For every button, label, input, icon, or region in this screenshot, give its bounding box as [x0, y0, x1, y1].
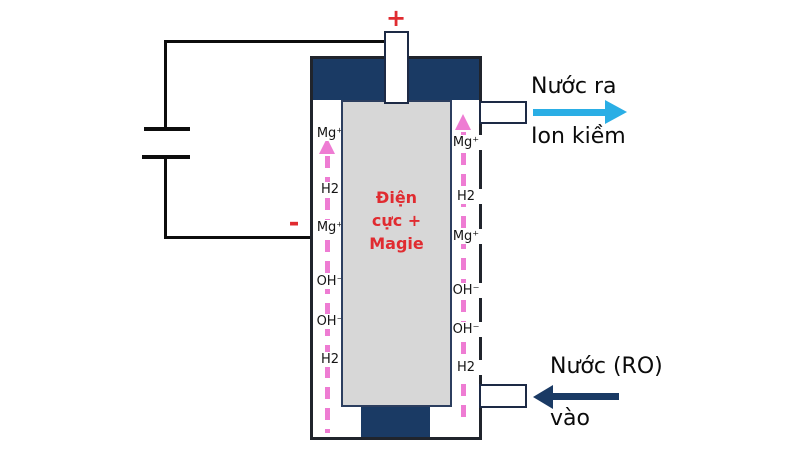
- magnesium-electrode: Điện cực + Magie: [341, 100, 452, 407]
- ion-label-right-mg2: Mg⁺: [449, 229, 483, 244]
- electrode-label: Điện cực + Magie: [343, 186, 450, 255]
- ion-label-right-h2a: H2: [449, 189, 483, 204]
- ion-label-left-h2a: H2: [313, 182, 347, 197]
- ion-label-left-oh1: OH⁻: [313, 274, 347, 289]
- outlet-arrow-shaft: [533, 109, 605, 116]
- ion-label-right-oh2: OH⁻: [449, 322, 483, 337]
- right-flow-arrow-icon: [455, 114, 471, 130]
- inlet-arrow-shaft: [551, 393, 619, 400]
- left-flow-arrow-icon: [319, 138, 335, 154]
- wire-bottom: [164, 236, 314, 239]
- left-flow-dashed-line: [325, 156, 330, 433]
- battery-plate-top: [144, 127, 190, 131]
- outlet-pipe: [479, 101, 527, 124]
- cell-bottom-block: [361, 405, 430, 437]
- positive-terminal-post: [384, 31, 409, 104]
- ion-label-right-h2b: H2: [449, 360, 483, 375]
- ion-label-left-oh2: OH⁻: [313, 314, 347, 329]
- wire-top: [164, 40, 386, 43]
- ion-label-right-mg1: Mg⁺: [449, 135, 483, 150]
- inlet-arrow-left-icon: [533, 385, 553, 409]
- outlet-arrow-right-icon: [605, 100, 627, 124]
- ion-label-right-oh1: OH⁻: [449, 283, 483, 298]
- minus-terminal-label: -: [288, 208, 300, 238]
- inlet-pipe: [479, 384, 527, 408]
- wire-left-upper: [164, 40, 167, 128]
- inlet-label-in: vào: [550, 406, 590, 431]
- ion-label-left-h2b: H2: [313, 352, 347, 367]
- wire-left-lower: [164, 159, 167, 238]
- battery-plate-bottom: [142, 155, 190, 159]
- ion-label-left-mg1: Mg⁺: [313, 126, 347, 141]
- outlet-label-water-out: Nước ra: [531, 74, 617, 99]
- electrode-label-line1: Điện: [375, 188, 418, 207]
- outlet-label-alkaline-ion: Ion kiềm: [531, 124, 626, 149]
- plus-terminal-label: +: [385, 4, 407, 32]
- right-flow-dashed-line: [461, 132, 466, 426]
- ion-label-left-mg2: Mg⁺: [313, 220, 347, 235]
- inlet-label-ro-water: Nước (RO): [550, 354, 663, 379]
- electrode-label-line2: cực +: [371, 211, 422, 230]
- electrode-label-line3: Magie: [369, 234, 424, 253]
